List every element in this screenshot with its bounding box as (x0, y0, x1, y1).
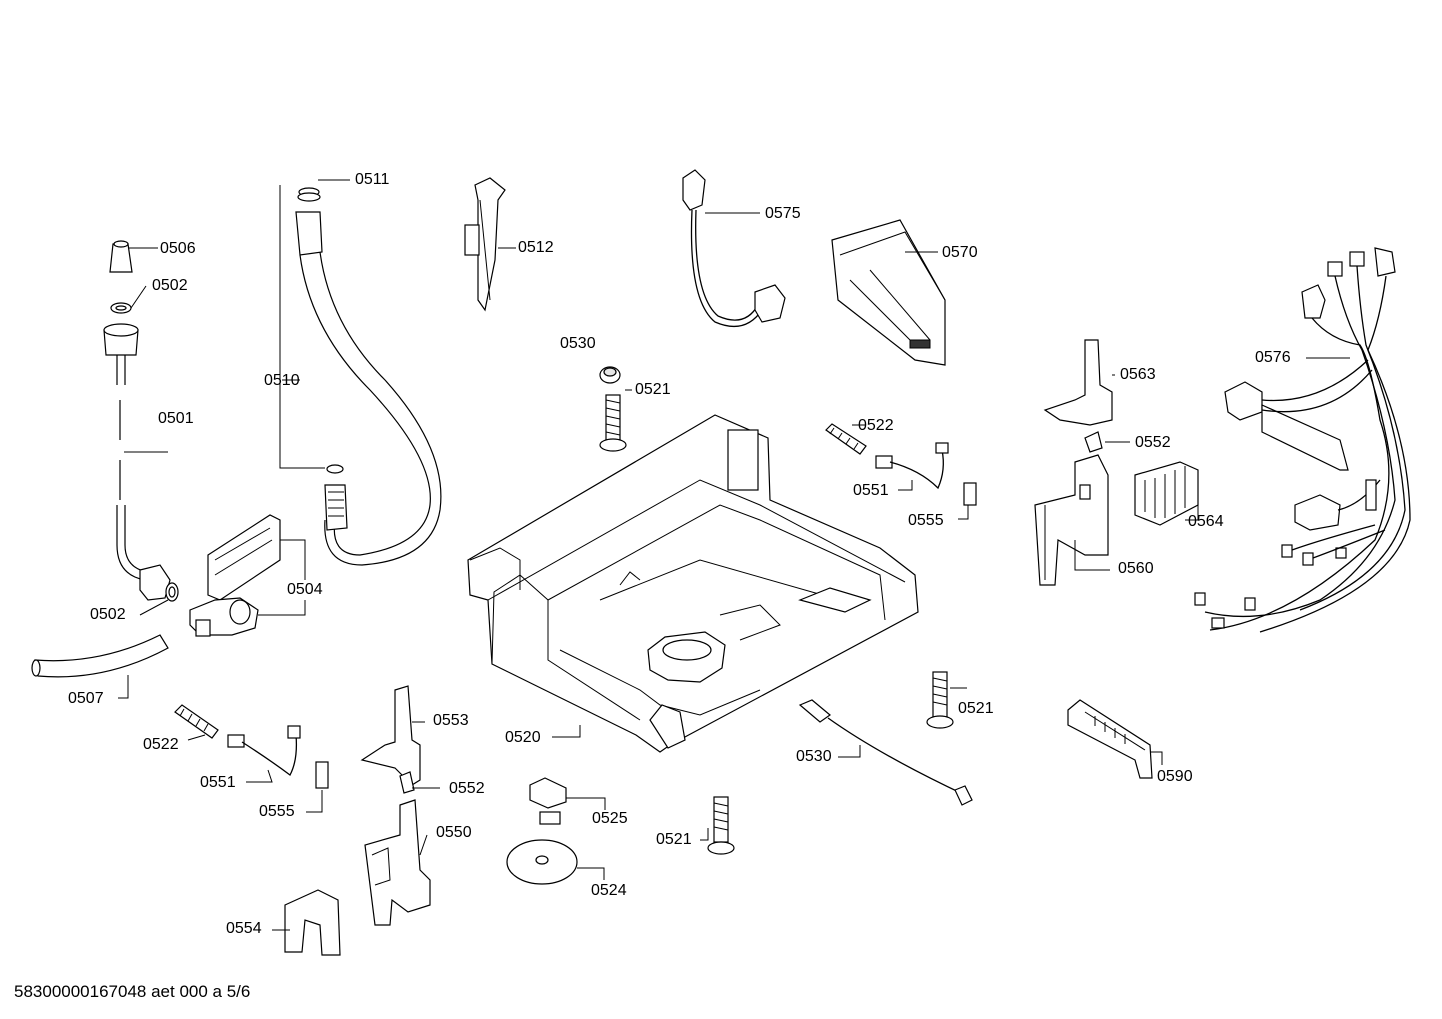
label-0502-bottom: 0502 (90, 606, 126, 623)
screw-part-0521-top (599, 394, 627, 452)
label-0511: 0511 (355, 171, 390, 188)
spring-part-0522-right (825, 423, 867, 455)
label-0521-top: 0521 (635, 381, 671, 398)
label-0530-bottom: 0530 (796, 748, 832, 765)
label-0502-top: 0502 (152, 277, 188, 294)
cap-part-0530 (599, 366, 621, 384)
control-module-part-0570 (831, 219, 946, 366)
bracket-part-0563 (1043, 339, 1113, 426)
sensor-part-0551-left (227, 725, 301, 776)
label-0555-right: 0555 (908, 512, 944, 529)
clip-part-0552-left (399, 771, 415, 794)
drain-hose-part-0510 (295, 187, 442, 566)
label-0506: 0506 (160, 240, 196, 257)
bracket-part-0560 (1034, 454, 1109, 586)
label-0530-top: 0530 (560, 335, 596, 352)
base-tub-part-0520 (467, 414, 919, 753)
label-0564: 0564 (1188, 513, 1224, 530)
label-0552-right: 0552 (1135, 434, 1171, 451)
sensor-wire-part-0530 (798, 699, 973, 806)
label-0507: 0507 (68, 690, 104, 707)
valve-part-0504 (189, 514, 281, 637)
leader-lines (118, 179, 1350, 931)
label-0555-left: 0555 (259, 803, 295, 820)
cable-holder-part-0564 (1134, 461, 1199, 526)
label-0501: 0501 (158, 410, 194, 427)
label-0522-left: 0522 (143, 736, 179, 753)
screw-part-0521-right (926, 671, 954, 729)
wiring-harness-part-0576 (1194, 247, 1411, 633)
label-0521-right: 0521 (958, 700, 994, 717)
label-0554: 0554 (226, 920, 262, 937)
bracket-part-0553 (360, 685, 421, 786)
spring-part-0522-left (174, 704, 219, 739)
connector-part-0555-left (315, 761, 329, 789)
label-0576: 0576 (1255, 349, 1291, 366)
label-0520: 0520 (505, 729, 541, 746)
power-cord-part-0575 (682, 169, 786, 328)
label-0512: 0512 (518, 239, 554, 256)
label-0510: 0510 (264, 372, 300, 389)
label-0524: 0524 (591, 882, 627, 899)
screw-part-0521-bottom (707, 796, 735, 855)
label-0522-right: 0522 (858, 417, 894, 434)
label-0553: 0553 (433, 712, 469, 729)
document-reference-footer: 58300000167048 aet 000 a 5/6 (14, 982, 251, 1001)
hose-part-0507 (31, 634, 169, 678)
clip-part-0525 (529, 777, 567, 825)
label-0570: 0570 (942, 244, 978, 261)
label-0550: 0550 (436, 824, 472, 841)
clip-part-0552-right (1084, 431, 1103, 453)
label-0525: 0525 (592, 810, 628, 827)
label-0590: 0590 (1157, 768, 1193, 785)
label-0563: 0563 (1120, 366, 1156, 383)
label-0551-right: 0551 (853, 482, 889, 499)
sensor-part-0551-right (875, 442, 949, 490)
part-0590 (1067, 699, 1153, 779)
cover-part-0554 (284, 889, 341, 956)
label-0552-left: 0552 (449, 780, 485, 797)
disk-part-0524 (506, 839, 578, 885)
label-0521-bottom: 0521 (656, 831, 692, 848)
connector-part-0555-right (963, 482, 977, 506)
fill-hose-part-0501 (103, 240, 179, 602)
bracket-part-0550 (364, 799, 431, 926)
label-0551-left: 0551 (200, 774, 236, 791)
label-0560: 0560 (1118, 560, 1154, 577)
bracket-part-0512 (464, 177, 506, 312)
label-0575: 0575 (765, 205, 801, 222)
label-0504: 0504 (287, 581, 323, 598)
